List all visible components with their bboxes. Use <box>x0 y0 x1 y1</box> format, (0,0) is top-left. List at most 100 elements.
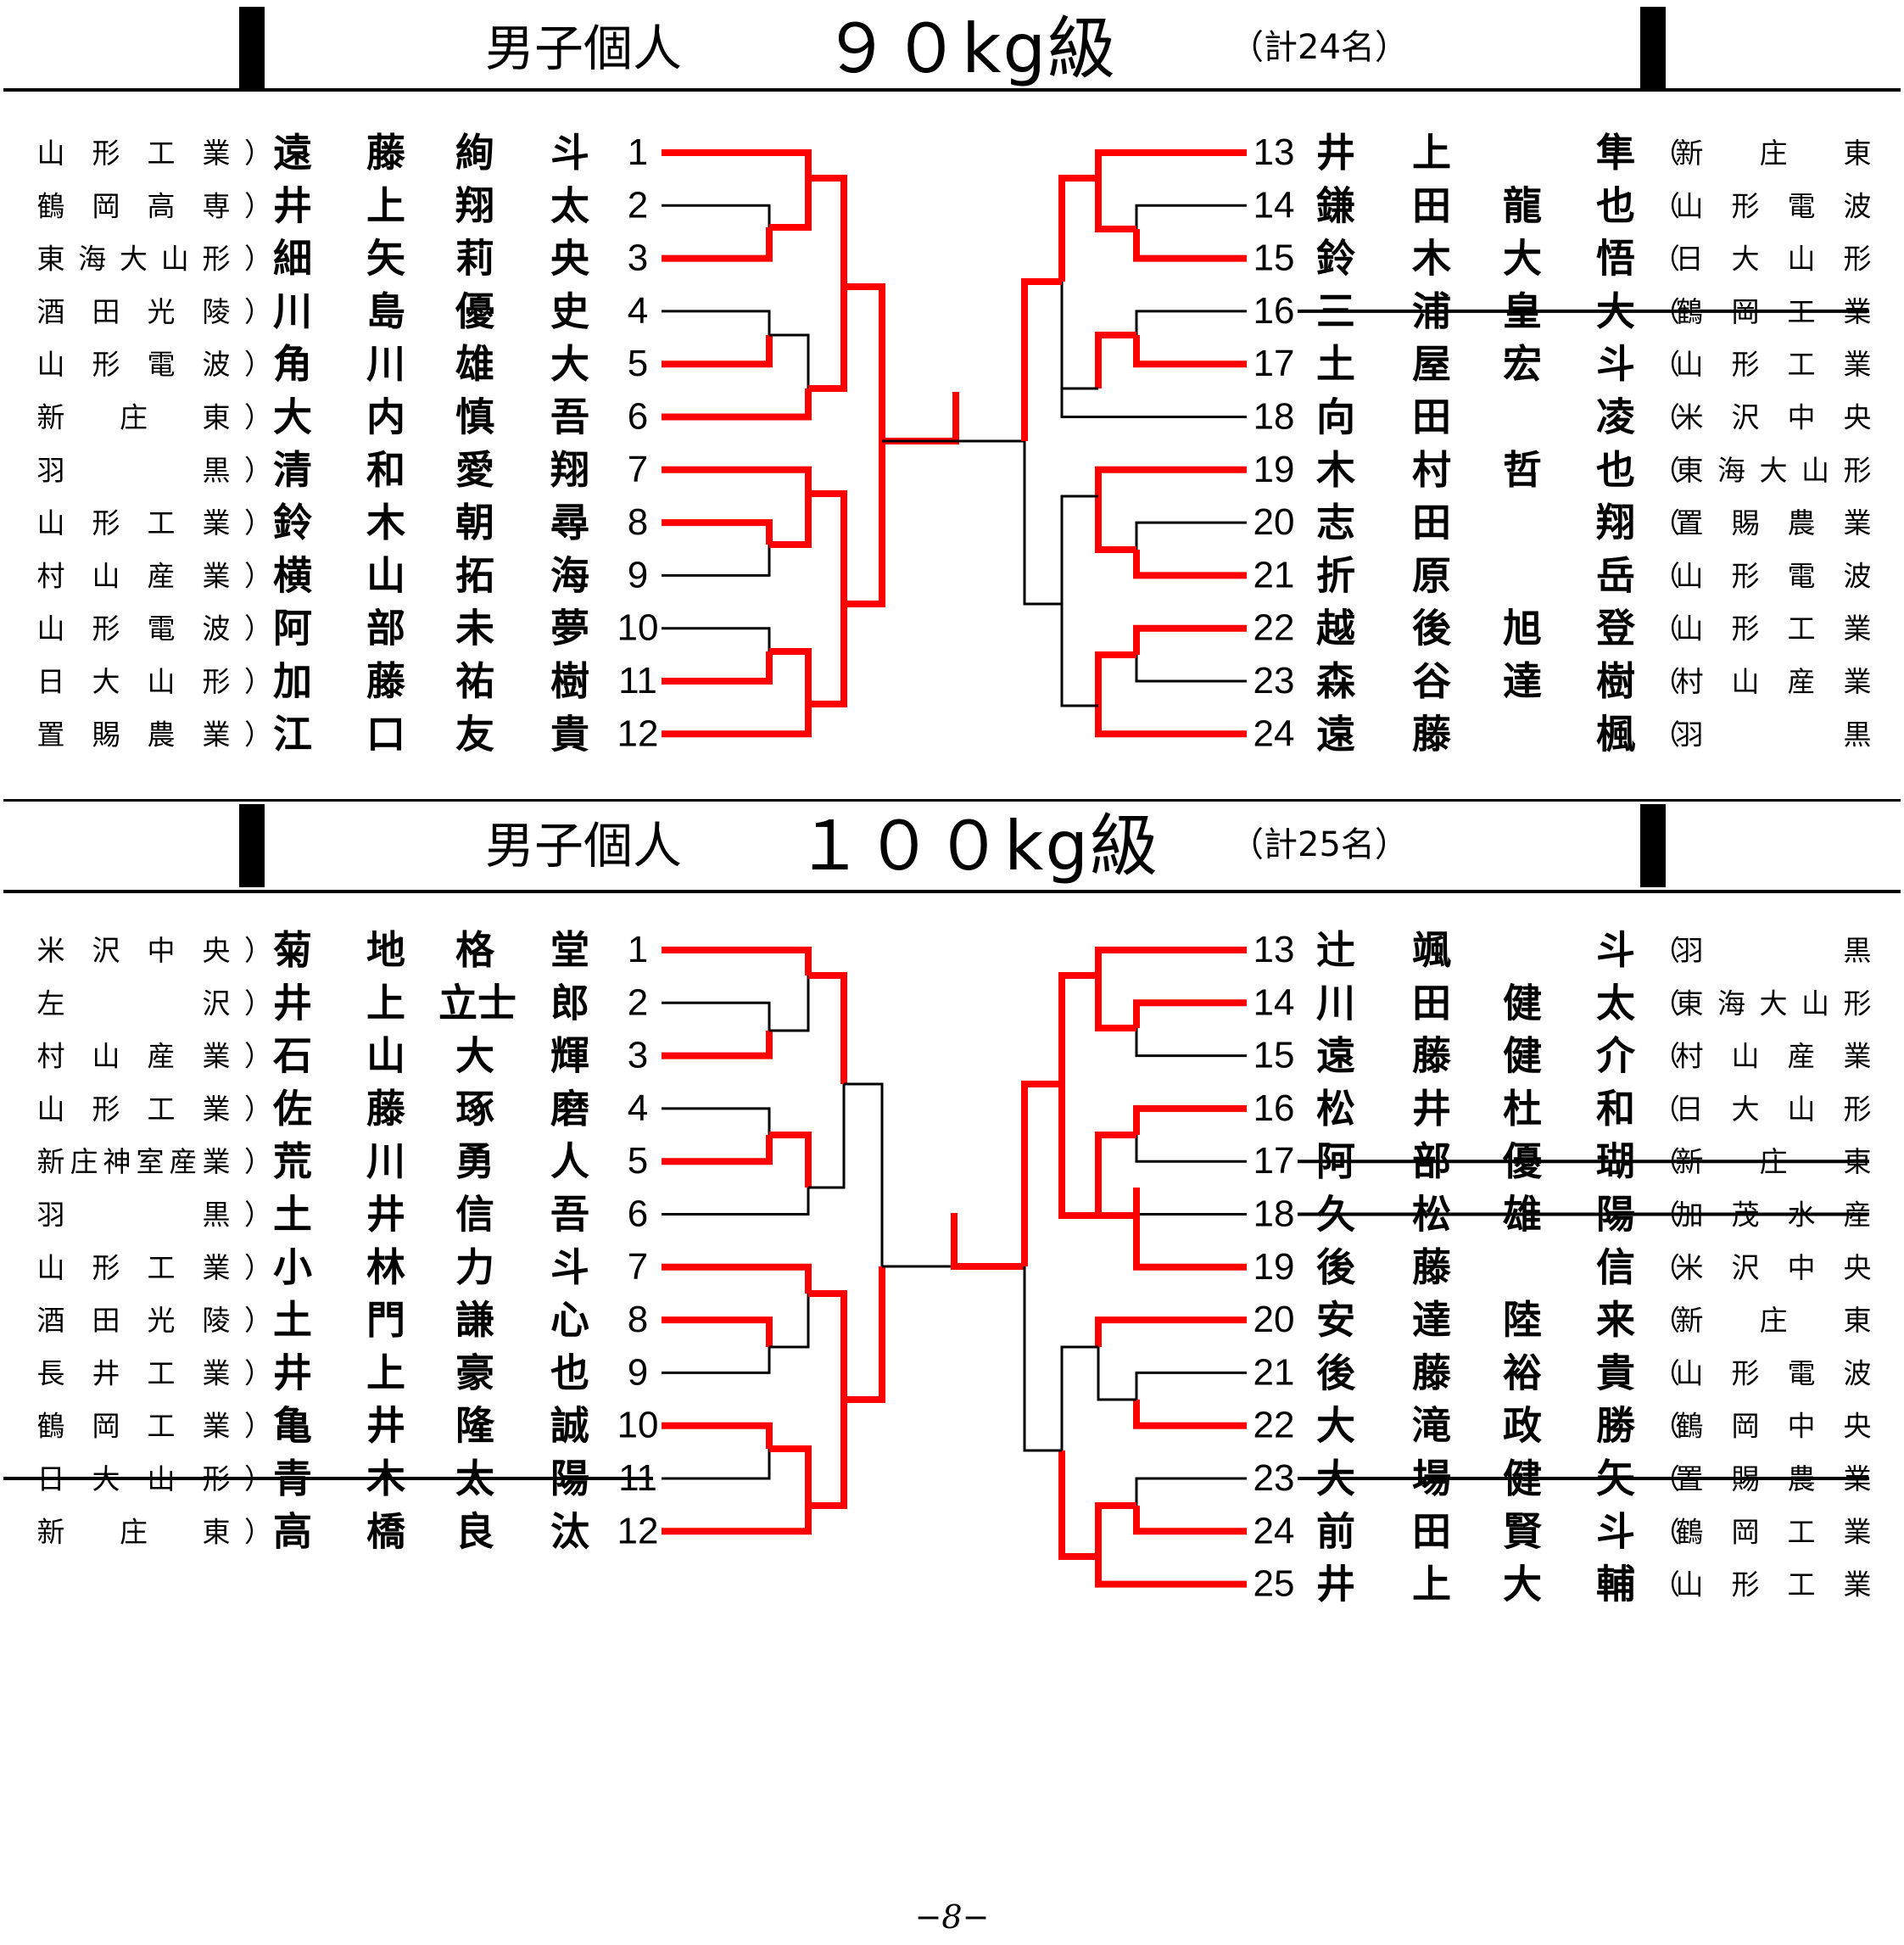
winner-line <box>1021 278 1062 441</box>
paren: ） <box>244 1304 272 1337</box>
seed-number: 19 <box>1254 449 1295 490</box>
winner-line <box>662 1263 812 1294</box>
school-name: 工 <box>1788 348 1816 381</box>
seed-number: 24 <box>1254 713 1295 754</box>
player-name: 和 <box>366 447 405 493</box>
school-name: 羽 <box>1676 934 1704 967</box>
winner-line <box>662 1506 812 1535</box>
player-name: 山 <box>366 1033 405 1079</box>
player-name: 楓 <box>1596 711 1636 757</box>
seed-number: 3 <box>628 238 648 279</box>
player-name: 細 <box>273 236 312 282</box>
seed-number: 6 <box>628 1193 648 1235</box>
school-name: 山 <box>1676 348 1704 381</box>
player-name: 山 <box>366 552 405 598</box>
winner-line <box>1095 706 1247 738</box>
winner-line <box>662 1031 773 1059</box>
player-name: 隼 <box>1596 130 1635 176</box>
bracket-line <box>1097 1347 1136 1401</box>
school-name: 形 <box>1732 612 1760 646</box>
paren: （ <box>1652 454 1680 487</box>
school-name: 賜 <box>1732 506 1760 539</box>
player-name: 政 <box>1503 1403 1542 1449</box>
school-name: 山 <box>1676 559 1704 592</box>
player-name: 森 <box>1316 658 1356 704</box>
winner-line <box>808 287 847 392</box>
school-name: 光 <box>148 295 176 328</box>
school-name: 産 <box>170 1145 198 1178</box>
player-name: 斗 <box>1596 1508 1635 1554</box>
player-name: 土 <box>1316 341 1355 387</box>
seed-number: 18 <box>1254 396 1295 438</box>
bracket-line <box>1135 1188 1247 1216</box>
player-name: 川 <box>366 1138 405 1184</box>
school-name: 沢 <box>1732 401 1760 434</box>
seed-number: 4 <box>628 1087 648 1129</box>
school-name: 黒 <box>1844 934 1872 967</box>
player-name: 健 <box>1503 1033 1542 1079</box>
player-name: 木 <box>1316 447 1355 493</box>
school-name: 山 <box>1676 1356 1704 1389</box>
seed-number: 4 <box>628 290 648 332</box>
school-name: 形 <box>203 665 231 698</box>
school-name: 波 <box>203 612 231 646</box>
school-name: 羽 <box>37 1199 65 1232</box>
school-name: 形 <box>1732 348 1760 381</box>
player-name: 信 <box>455 1192 494 1238</box>
winner-line <box>808 604 847 707</box>
player-name: 斗 <box>550 130 589 176</box>
player-name: 未 <box>455 606 494 651</box>
winner-line <box>1133 1188 1247 1271</box>
bracket-line <box>808 1084 846 1189</box>
school-name: 業 <box>1844 1568 1872 1601</box>
player-name: 岳 <box>1596 552 1635 598</box>
player-name: 心 <box>550 1297 589 1343</box>
seed-number: 12 <box>617 1510 659 1551</box>
school-name: 形 <box>1732 189 1760 222</box>
player-name: 加 <box>273 658 312 704</box>
school-name: 新 <box>1676 1304 1704 1337</box>
player-name: 佐 <box>272 1086 312 1132</box>
paren: ） <box>244 1093 272 1126</box>
player-name: 井 <box>1316 130 1355 176</box>
school-name: 東 <box>1676 986 1704 1020</box>
paren: （ <box>1652 934 1680 967</box>
school-name: 山 <box>1676 1568 1704 1601</box>
player-name: 慎 <box>455 394 494 440</box>
player-name: 尋 <box>550 500 589 545</box>
school-name: 新 <box>37 1145 65 1178</box>
player-name: 川 <box>366 341 405 387</box>
bracket-line <box>662 204 771 259</box>
seed-number: 9 <box>628 1351 648 1393</box>
seed-number: 15 <box>1254 1035 1295 1076</box>
player-name: 滝 <box>1412 1403 1451 1449</box>
player-name: 貴 <box>550 711 589 757</box>
school-name: 羽 <box>37 454 65 487</box>
player-name: 良 <box>455 1508 494 1554</box>
paren: （ <box>1652 137 1680 170</box>
winner-line <box>1058 175 1098 282</box>
seed-number: 23 <box>1254 660 1295 701</box>
school-name: 形 <box>1844 986 1872 1020</box>
paren: （ <box>1652 1568 1680 1601</box>
player-name: 上 <box>366 182 405 228</box>
seed-number: 1 <box>628 131 648 173</box>
player-name: 勝 <box>1596 1403 1636 1449</box>
school-name: 電 <box>1788 1356 1816 1389</box>
player-name: 井 <box>273 1350 312 1395</box>
winner-line <box>1058 1084 1098 1219</box>
paren: （ <box>1652 718 1680 751</box>
title-bar-right <box>1640 804 1666 887</box>
winner-line <box>844 441 885 607</box>
player-name: 翔 <box>455 182 494 228</box>
winner-line <box>882 392 959 444</box>
player-name: 陸 <box>1503 1297 1542 1343</box>
bracket-line <box>662 545 771 577</box>
paren: （ <box>1652 986 1680 1020</box>
winner-line <box>808 1400 847 1509</box>
school-name: 沢 <box>92 934 120 967</box>
player-name: 斗 <box>550 1244 589 1290</box>
player-name: 折 <box>1316 552 1355 598</box>
player-name: 人 <box>550 1138 589 1184</box>
school-name: 岡 <box>92 1410 120 1443</box>
